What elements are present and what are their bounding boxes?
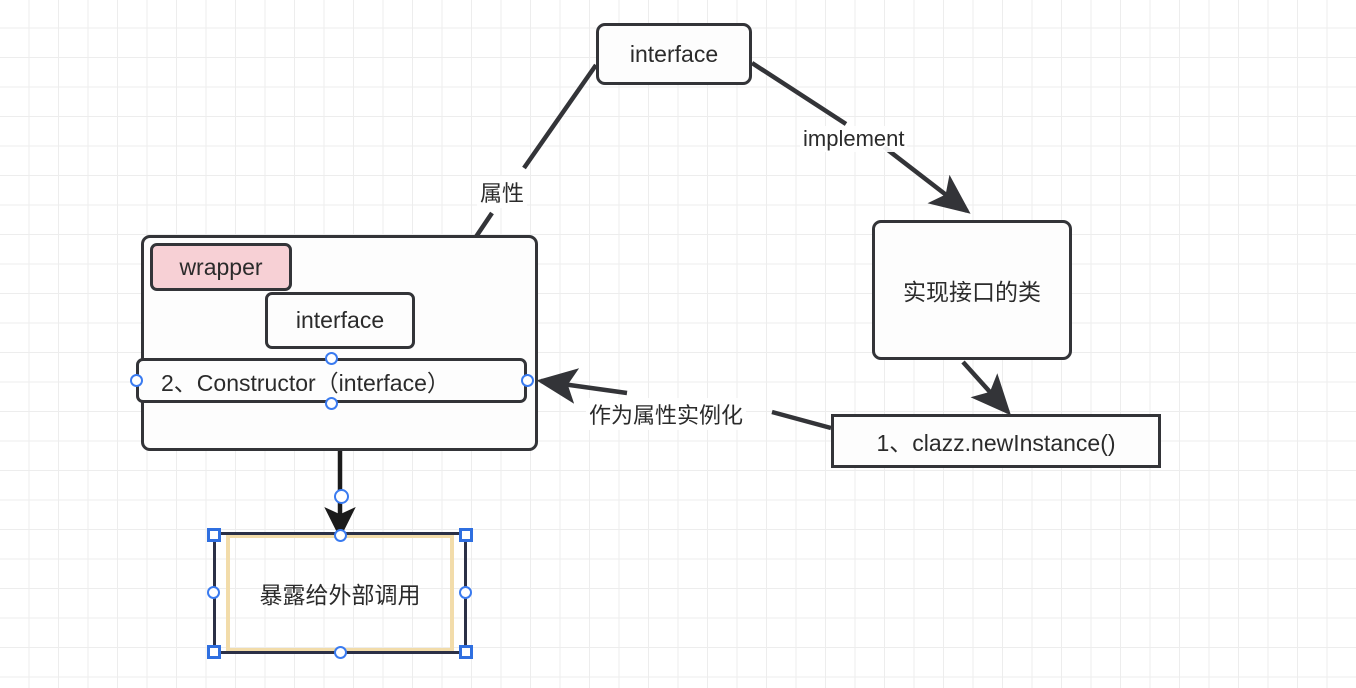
selection-handle-top-right[interactable]	[459, 528, 473, 542]
edge-attribute-line	[522, 63, 598, 170]
node-exposed-for-external-call[interactable]: 暴露给外部调用	[226, 534, 454, 652]
connection-handle-constructor-top[interactable]	[325, 352, 338, 365]
edge-instantiate-line	[771, 409, 832, 431]
node-label: interface	[629, 40, 719, 67]
node-clazz-newinstance[interactable]: 1、clazz.newInstance()	[831, 414, 1161, 468]
selection-handle-bottom-middle[interactable]	[334, 646, 347, 659]
node-interface-top[interactable]: interface	[596, 23, 752, 85]
selection-handle-top-middle[interactable]	[334, 529, 347, 542]
node-implementing-class[interactable]: 实现接口的类	[872, 220, 1072, 360]
node-label: interface	[295, 307, 385, 333]
edge-instantiate-arrow	[536, 368, 628, 404]
selection-handle-right-middle[interactable]	[459, 586, 472, 599]
selection-handle-top-left[interactable]	[207, 528, 221, 542]
edge-label-implement: implement	[800, 126, 908, 152]
connection-waypoint-expose[interactable]	[334, 489, 349, 504]
selection-handle-bottom-left[interactable]	[207, 645, 221, 659]
node-label: wrapper	[179, 253, 263, 280]
edge-label-attribute: 属性	[477, 176, 528, 208]
edge-implement-arrow	[882, 145, 971, 214]
node-label: 暴露给外部调用	[259, 582, 421, 608]
edge-label-instantiate: 作为属性实例化	[586, 398, 747, 430]
edge-implement-line	[750, 61, 848, 126]
node-label: 2、Constructor（interface）	[161, 369, 450, 396]
connection-handle-constructor-left[interactable]	[130, 374, 143, 387]
node-interface-inner[interactable]: interface	[265, 292, 415, 349]
selection-handle-bottom-right[interactable]	[459, 645, 473, 659]
node-label: 1、clazz.newInstance()	[876, 430, 1116, 456]
edge-create-arrow	[961, 360, 1012, 416]
connection-handle-constructor-bottom[interactable]	[325, 397, 338, 410]
connection-handle-constructor-right[interactable]	[521, 374, 534, 387]
selection-handle-left-middle[interactable]	[207, 586, 220, 599]
node-label: 实现接口的类	[903, 279, 1041, 305]
node-wrapper-header[interactable]: wrapper	[150, 243, 292, 291]
